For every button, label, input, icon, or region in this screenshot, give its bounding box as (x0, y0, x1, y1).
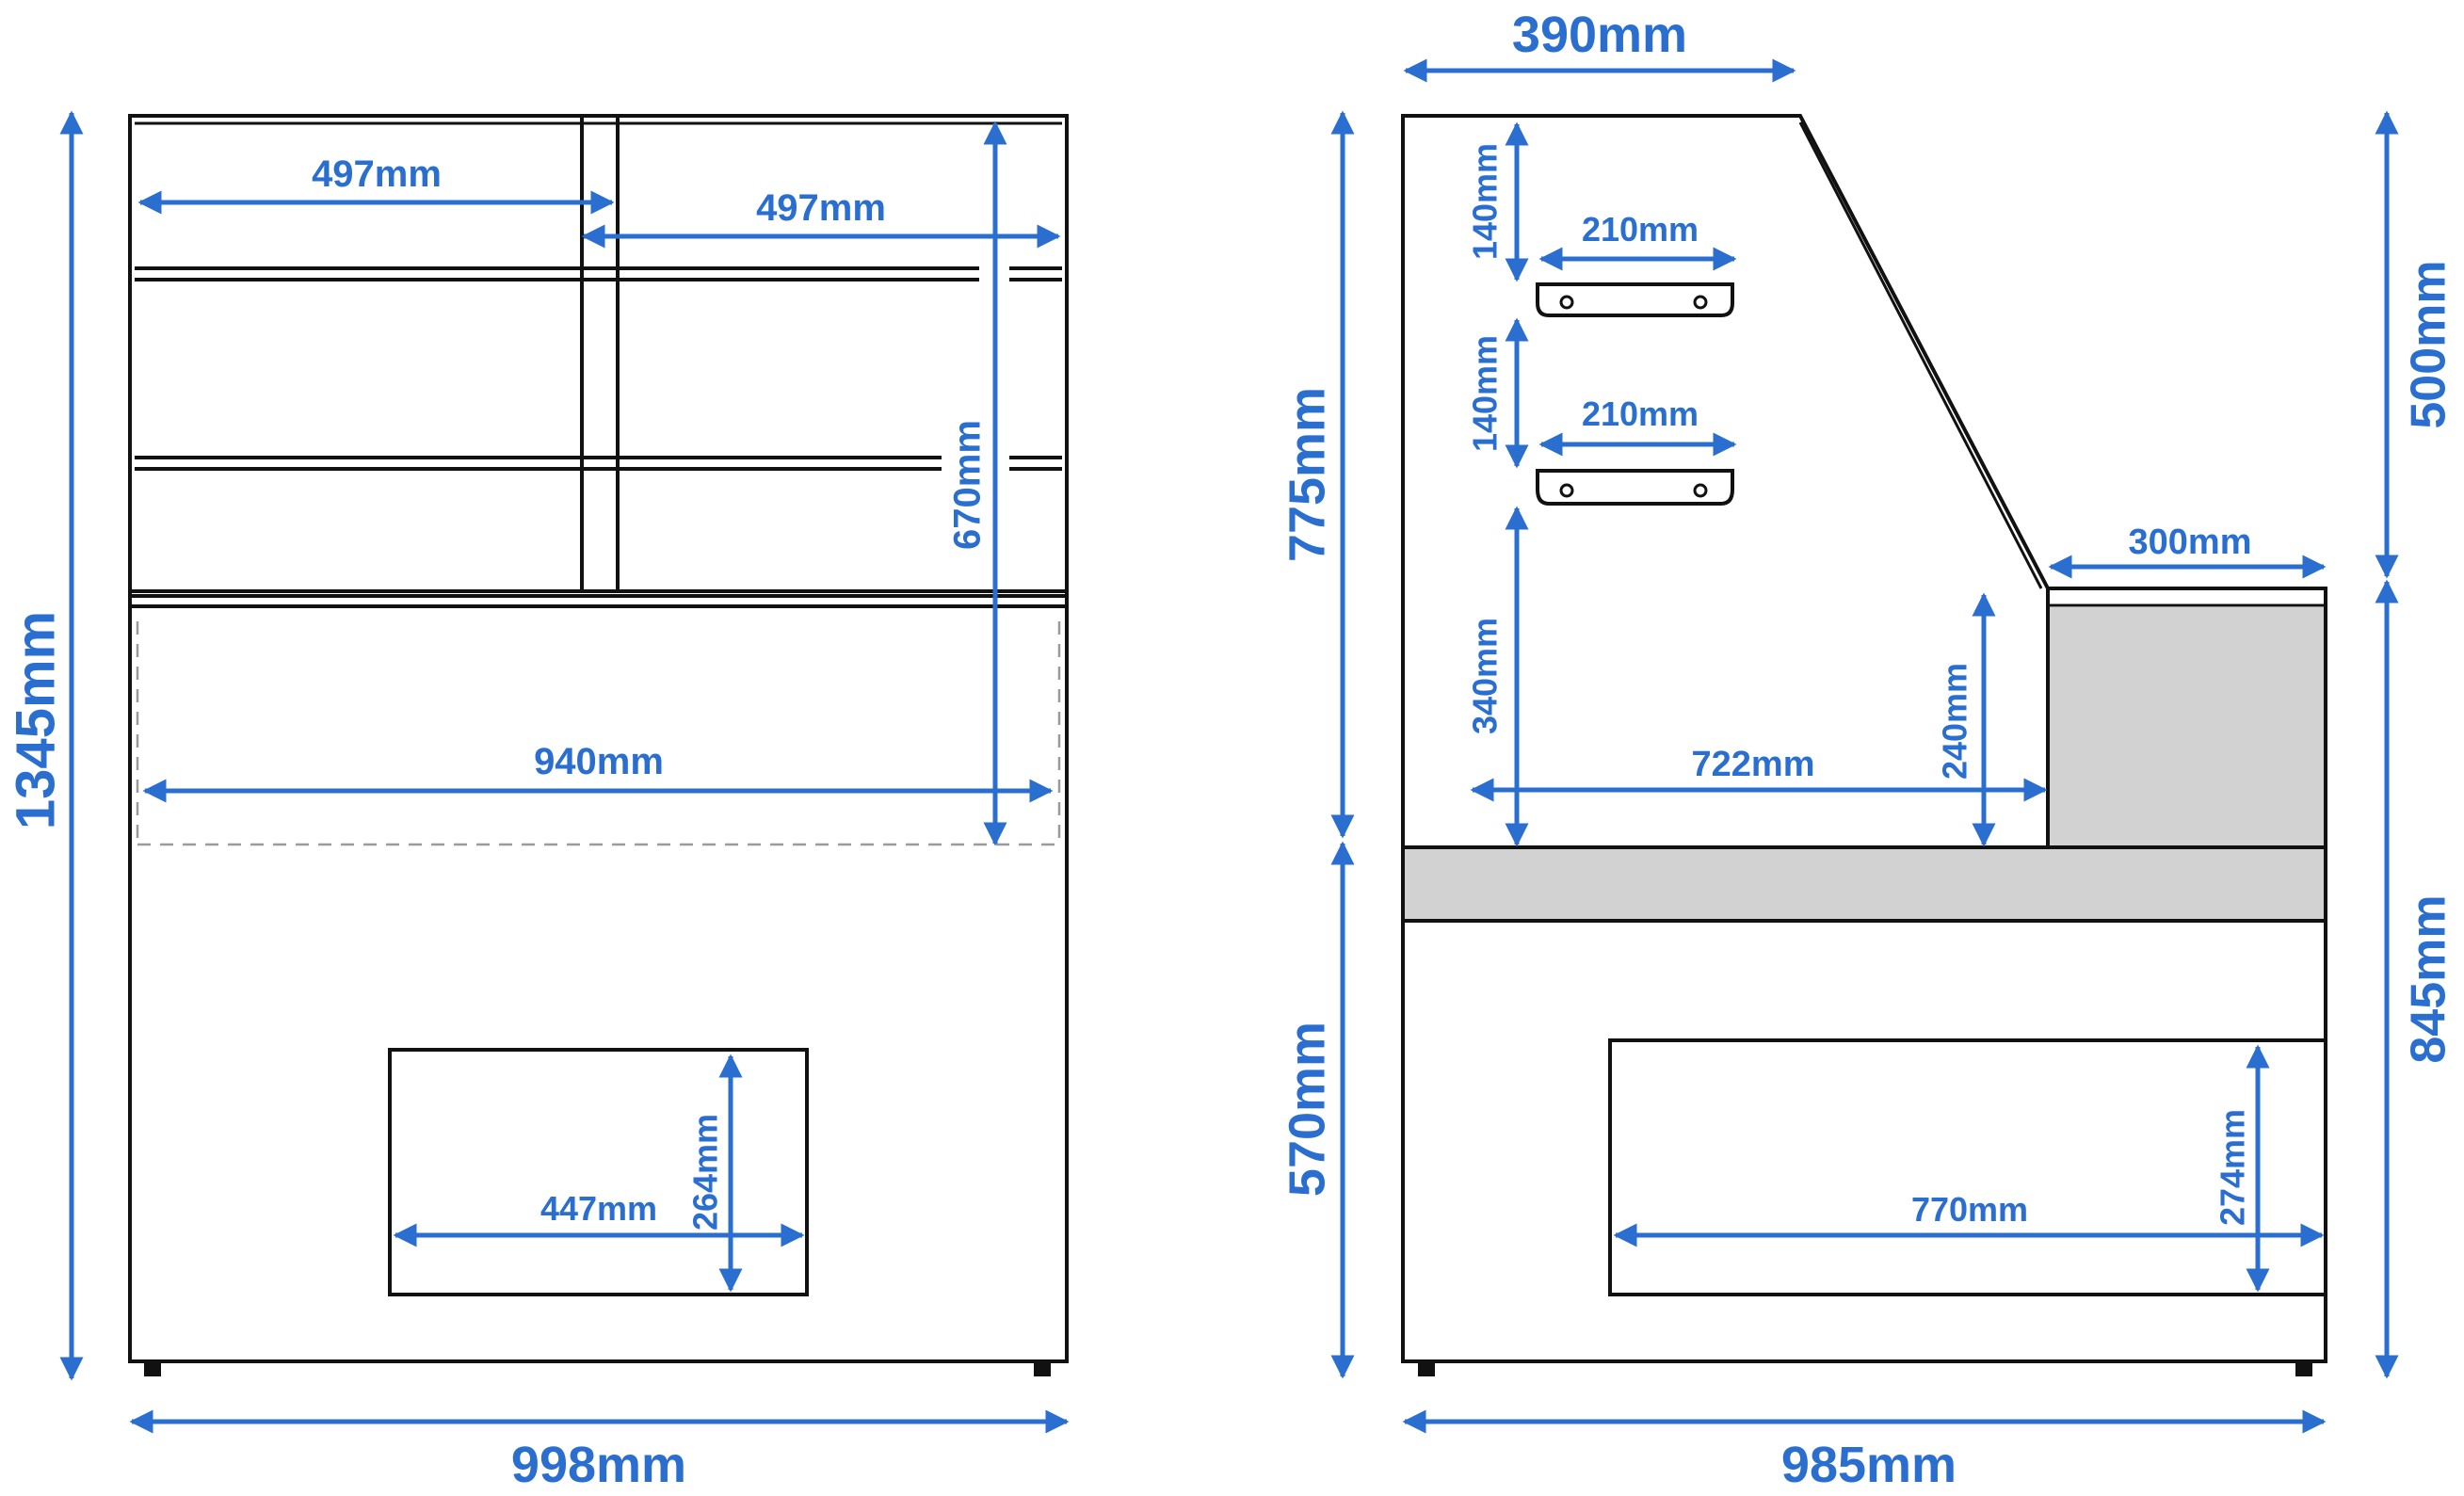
storage-height-label: 264mm (686, 1114, 725, 1231)
shelf-1-depth-label: 210mm (1582, 210, 1699, 249)
side-storage-width-label: 770mm (1911, 1190, 2028, 1229)
total-depth-label: 985mm (1781, 1437, 1957, 1493)
counter-height-label: 240mm (1936, 663, 1974, 780)
display-depth-label: 722mm (1692, 745, 1815, 784)
lower-height-label: 570mm (1279, 1021, 1335, 1197)
right-lower-height-label: 845mm (2402, 894, 2456, 1063)
shelf-2-depth-label: 210mm (1582, 394, 1699, 433)
side-cabinet-outline (1401, 114, 2327, 1376)
side-storage-height-label: 274mm (2214, 1109, 2252, 1226)
display-height-label: 670mm (947, 420, 989, 550)
glass-left-width-label: 497mm (312, 153, 442, 195)
top-width-label: 390mm (1512, 7, 1687, 63)
side-view: 390mm 775mm 570mm 500mm 845mm 140mm 210m… (1279, 7, 2456, 1493)
upper-height-label: 775mm (1279, 387, 1335, 562)
shelf-bracket-lower (1536, 469, 1734, 506)
side-counter-fill (1403, 607, 2326, 921)
display-width-label: 940mm (534, 741, 664, 782)
shelf-2-gap-label: 140mm (1466, 335, 1505, 452)
glass-right-width-label: 497mm (756, 187, 886, 229)
right-upper-height-label: 500mm (2402, 260, 2456, 428)
front-cabinet-outline (128, 114, 1069, 1376)
total-height-label: 1345mm (5, 611, 66, 829)
shelf-bracket-upper (1536, 282, 1734, 317)
total-width-label: 998mm (511, 1437, 686, 1493)
shelf-1-gap-label: 140mm (1466, 143, 1505, 260)
front-view: 497mm 497mm 670mm 940mm 447mm 264mm 1345… (5, 110, 1070, 1493)
storage-width-label: 447mm (540, 1189, 657, 1228)
counter-depth-label: 300mm (2129, 523, 2252, 562)
base-clearance-label: 340mm (1466, 618, 1505, 734)
